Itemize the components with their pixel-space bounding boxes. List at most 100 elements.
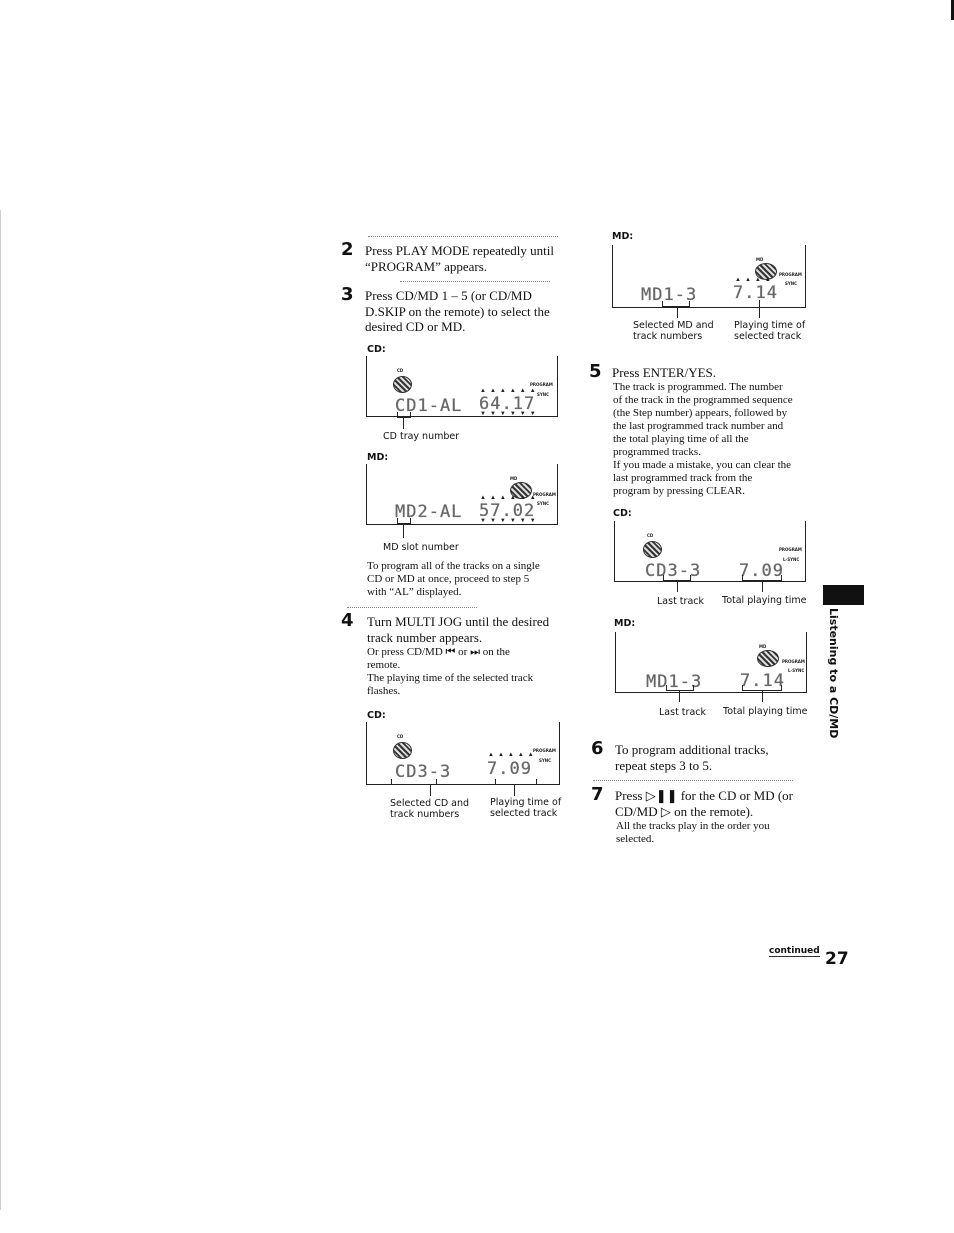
sync-indicator: SYNC xyxy=(785,281,798,286)
callout-last-track: Last track xyxy=(659,707,706,718)
callout-line xyxy=(759,300,760,318)
lcd-time: 64.17 xyxy=(479,394,536,414)
lcd-left-text: MD1-3 xyxy=(646,672,703,692)
callout-bracket xyxy=(397,518,411,524)
callout-playing-time: Playing time of selected track xyxy=(734,320,806,342)
callout-bracket xyxy=(391,779,437,785)
step-3-note: To program all of the tracks on a single… xyxy=(367,560,540,599)
callout-line xyxy=(403,417,404,429)
divider xyxy=(347,607,477,608)
step-number: 3 xyxy=(341,284,354,305)
callout-line xyxy=(403,523,404,538)
display-label: MD: xyxy=(614,618,636,629)
callout-total-time: Total playing time xyxy=(723,706,808,717)
text-line: (the Step number) appears, followed by xyxy=(613,407,788,419)
lcd-left-text: CD3-3 xyxy=(395,762,452,782)
callout-line xyxy=(762,580,763,592)
callout-playing-time: Playing time of selected track xyxy=(490,797,562,819)
text-line: If you made a mistake, you can clear the xyxy=(613,459,792,471)
lcd-left-text: CD3-3 xyxy=(645,561,702,581)
lcd-time: 7.14 xyxy=(733,283,778,303)
program-indicator: PROGRAM xyxy=(779,547,802,552)
lcd-time: 57.02 xyxy=(479,501,536,521)
text-line: All the tracks play in the order you xyxy=(616,820,770,832)
text-line: remote. xyxy=(367,659,401,671)
text-line: The track is programmed. The number xyxy=(613,381,783,393)
arrow-up-icons: ▲▲▲▲ xyxy=(735,277,775,283)
step-number: 4 xyxy=(341,610,354,631)
text-line: D.SKIP on the remote) to select the xyxy=(365,303,550,319)
text-line: last programmed track from the xyxy=(613,472,753,484)
callout-line xyxy=(762,690,763,702)
lcd-left-text: CD1-AL xyxy=(395,396,463,416)
text-line: the last programmed track number and xyxy=(613,420,784,432)
callout-total-time: Total playing time xyxy=(722,595,807,606)
text-line: with “AL” displayed. xyxy=(367,586,462,598)
page-number: 27 xyxy=(825,949,849,969)
text-line: selected. xyxy=(616,833,655,845)
text-line: To program all of the tracks on a single xyxy=(367,560,540,572)
cd-disc-icon xyxy=(393,742,412,759)
step-7-sub: All the tracks play in the order you sel… xyxy=(616,820,770,846)
callout-bracket xyxy=(666,685,694,691)
disc-indicator: CD xyxy=(397,368,404,373)
text-line: Press CD/MD 1 – 5 (or CD/MD xyxy=(365,288,532,303)
disc-indicator: MD xyxy=(510,476,518,481)
step-4-sub: Or press CD/MD ⏮ or ⏭ on the remote. The… xyxy=(367,646,533,698)
md-disc-icon xyxy=(757,650,779,667)
callout-line xyxy=(677,306,678,318)
program-indicator: PROGRAM xyxy=(533,748,556,753)
section-tab-marker xyxy=(823,585,864,605)
step-3-text: Press CD/MD 1 – 5 (or CD/MD D.SKIP on th… xyxy=(365,288,550,335)
callout-selected-md: Selected MD and track numbers xyxy=(633,320,714,342)
display-label: MD: xyxy=(612,231,634,242)
lcd-time: 7.09 xyxy=(487,759,532,779)
text-line: program by pressing CLEAR. xyxy=(613,485,745,497)
lcd-display-md: MD MD1-3 ▲▲▲▲ 7.14 PROGRAM SYNC xyxy=(612,245,806,308)
callout-bracket xyxy=(662,301,690,307)
md-disc-icon xyxy=(755,263,777,280)
display-label: CD: xyxy=(613,508,632,519)
arrow-up-icons: ▲▲▲▲▲ xyxy=(488,752,538,758)
program-indicator: PROGRAM xyxy=(779,272,802,277)
program-indicator: PROGRAM xyxy=(530,382,553,387)
callout-bracket xyxy=(397,412,411,418)
lcd-display-md: MD MD2-AL ▲▲▲▲▲▲ 57.02 ▼▼▼▼▼▼ PROGRAM SY… xyxy=(366,464,558,525)
lsync-indicator: L-SYNC xyxy=(788,668,805,673)
callout-selected-cd: Selected CD and track numbers xyxy=(390,798,470,820)
program-indicator: PROGRAM xyxy=(782,659,805,664)
disc-indicator: CD xyxy=(397,734,404,739)
text-line: To program additional tracks, xyxy=(615,742,769,757)
disc-indicator: CD xyxy=(647,533,654,538)
callout-md-slot: MD slot number xyxy=(383,542,459,553)
callout-bracket xyxy=(495,779,537,785)
lcd-left-text: MD2-AL xyxy=(395,502,463,522)
divider xyxy=(593,780,793,781)
text-line: Press PLAY MODE repeatedly until xyxy=(365,243,554,258)
lcd-display-cd: CD CD3-3 7.09 PROGRAM L-SYNC xyxy=(614,521,806,582)
sync-indicator: SYNC xyxy=(537,501,550,506)
md-disc-icon xyxy=(510,482,532,499)
display-label: MD: xyxy=(367,452,389,463)
step-2-text: Press PLAY MODE repeatedly until “PROGRA… xyxy=(365,243,554,274)
lsync-indicator: L-SYNC xyxy=(783,557,800,562)
section-tab-label: Listening to a CD/MD xyxy=(827,608,840,739)
text-line: the total playing time of all the xyxy=(613,433,749,445)
text-line: “PROGRAM” appears. xyxy=(365,258,488,274)
text-line: CD or MD at once, proceed to step 5 xyxy=(367,573,530,585)
scan-edge-line xyxy=(0,210,1,1210)
text-line: Press ▷❚❚ for the CD or MD (or xyxy=(615,788,794,803)
sync-indicator: SYNC xyxy=(539,758,552,763)
step-number: 6 xyxy=(591,738,604,759)
arrow-up-icons: ▲▲▲▲▲▲ xyxy=(480,388,540,394)
program-indicator: PROGRAM xyxy=(533,492,556,497)
callout-line xyxy=(430,784,431,796)
arrow-down-icons: ▼▼▼▼▼▼ xyxy=(480,518,540,524)
arrow-up-icons: ▲▲▲▲▲▲ xyxy=(480,495,540,501)
display-label: CD: xyxy=(367,344,386,355)
text-line: track number appears. xyxy=(367,629,483,645)
text-line: Turn MULTI JOG until the desired xyxy=(367,614,550,629)
step-7-text: Press ▷❚❚ for the CD or MD (or CD/MD ▷ o… xyxy=(615,788,793,819)
step-number: 5 xyxy=(589,361,602,382)
step-5-sub: The track is programmed. The number of t… xyxy=(613,381,793,498)
